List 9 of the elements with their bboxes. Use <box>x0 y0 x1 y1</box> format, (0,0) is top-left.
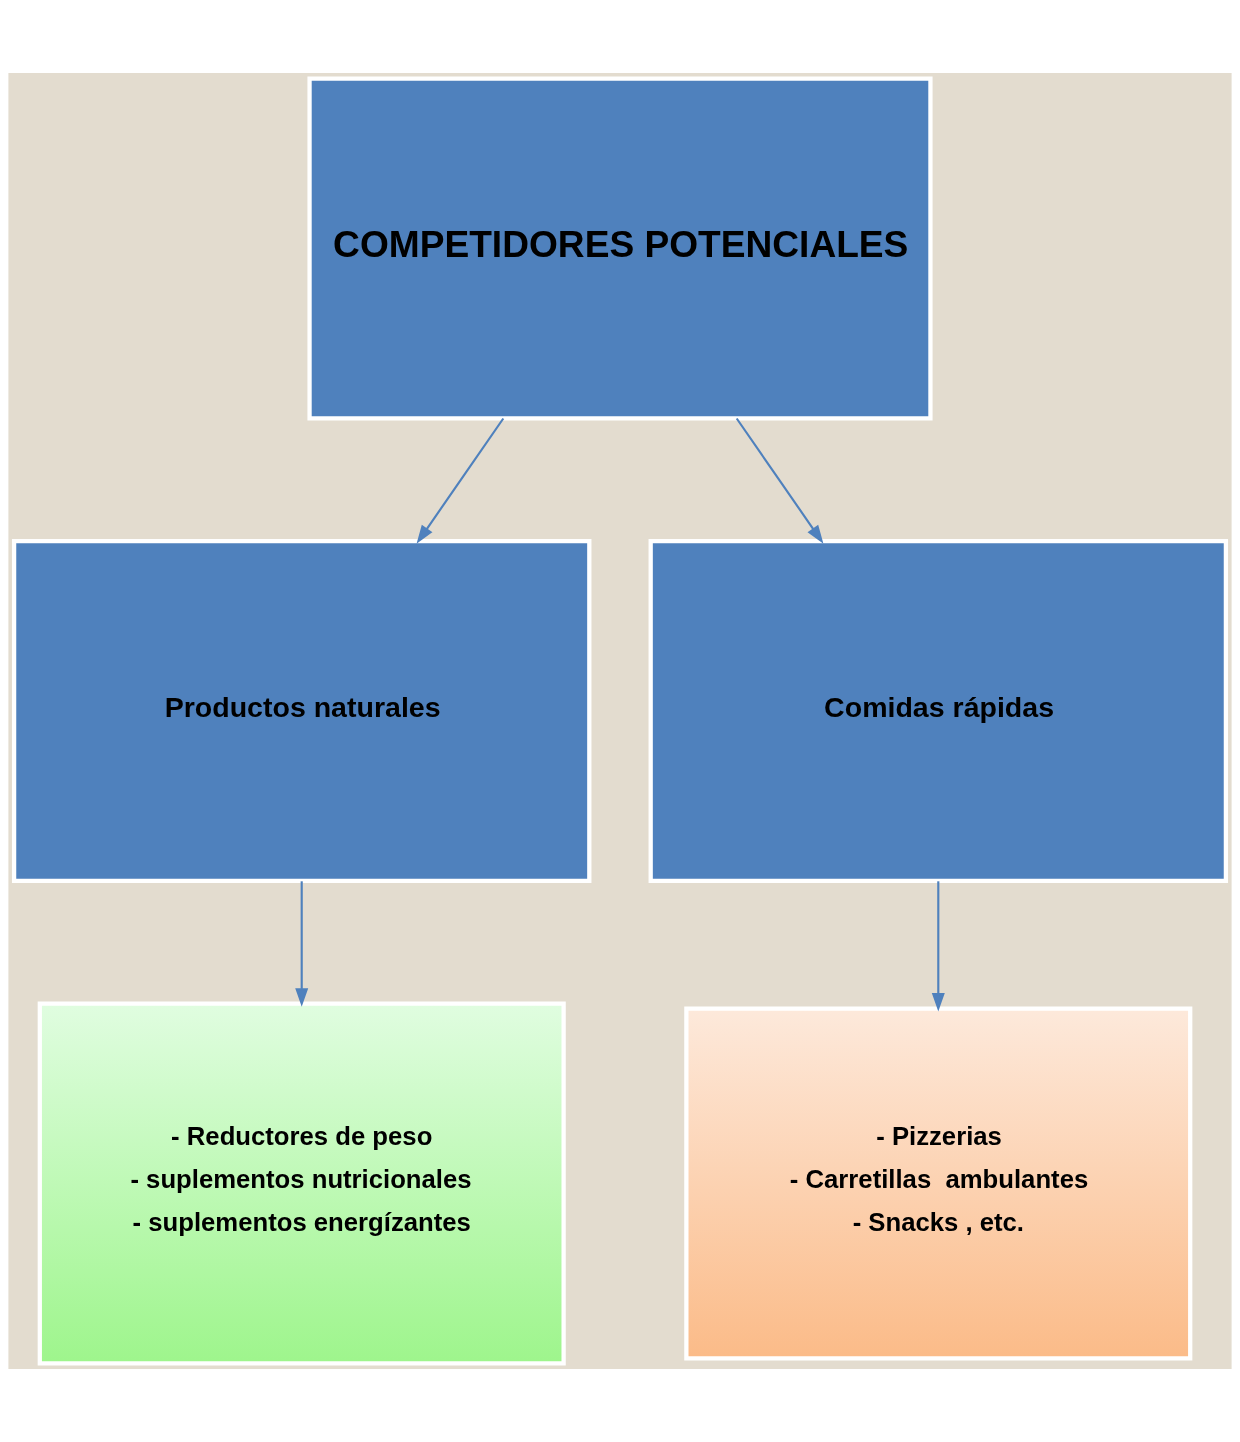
arrow <box>735 417 824 544</box>
node-box: Comidas rápidas <box>648 539 1229 883</box>
arrow <box>416 417 505 544</box>
node-box: - Pizzerias - Carretillas ambulantes - Snacks , etc. <box>684 1006 1193 1361</box>
node-box: - Reductores de peso - suplementos nutricionales - suplementos energízantes <box>37 1001 566 1366</box>
arrow <box>295 881 309 1007</box>
arrow <box>931 881 945 1012</box>
node-box: COMPETIDORES POTENCIALES <box>307 76 933 421</box>
node-box: Productos naturales <box>11 539 592 883</box>
